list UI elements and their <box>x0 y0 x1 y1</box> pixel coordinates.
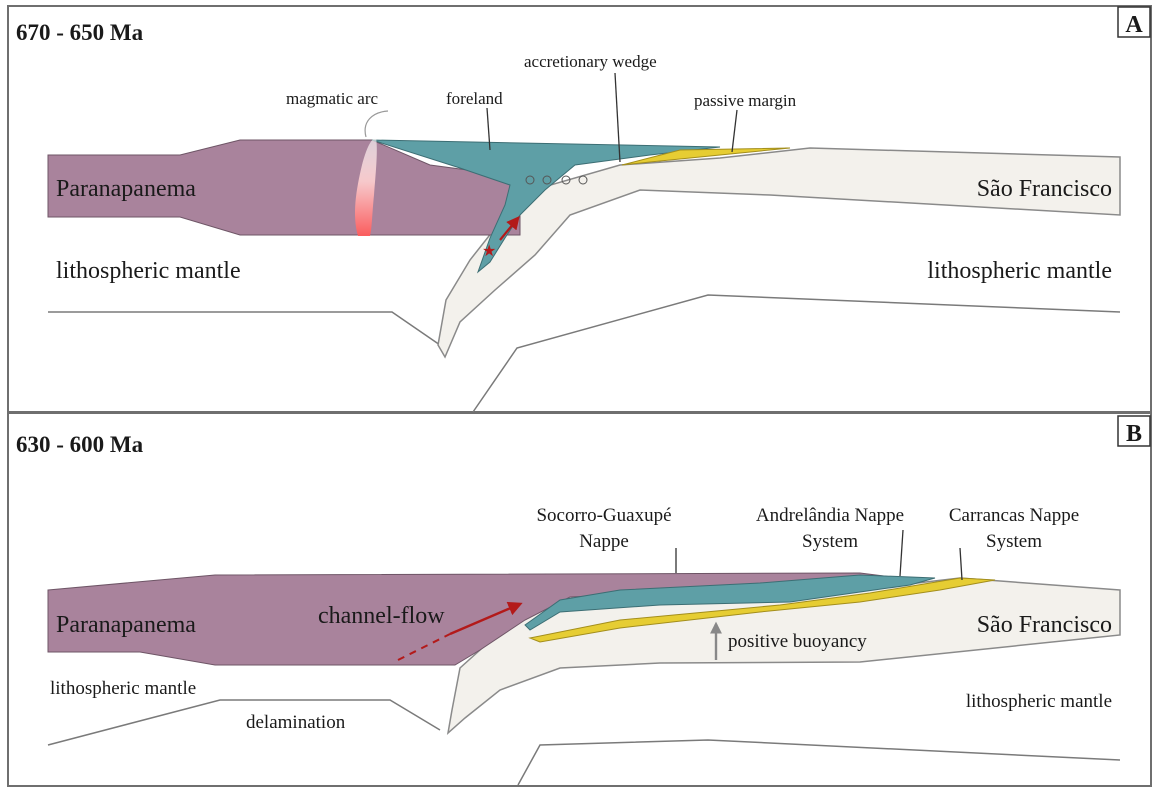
panel-a-label-passive-margin: passive margin <box>694 91 797 110</box>
panel-b-badge: B <box>1126 421 1142 447</box>
panel-a-label-paranapanema: Paranapanema <box>56 176 196 202</box>
panel-b-label-paranapanema: Paranapanema <box>56 612 196 638</box>
panel-a-label-accretionary-wedge: accretionary wedge <box>524 52 657 71</box>
panel-b-label-channel-flow: channel-flow <box>318 603 445 629</box>
panel-b-label-socorro-1: Socorro-Guaxupé <box>536 505 671 526</box>
panel-b-time: 630 - 600 Ma <box>16 432 144 457</box>
panel-b: B 630 - 600 Ma Socorro-Guaxupé Nappe And… <box>8 413 1151 786</box>
panel-b-label-socorro-2: Nappe <box>579 531 629 552</box>
panel-a-label-sao-francisco: São Francisco <box>977 176 1112 202</box>
panel-b-label-delamination: delamination <box>246 712 346 733</box>
panel-b-label-andrelandia-2: System <box>802 531 858 552</box>
panel-b-label-andrelandia-1: Andrelândia Nappe <box>756 505 904 526</box>
panel-a: ★ A 670 - 650 Ma magmatic arc foreland a… <box>8 6 1151 412</box>
panel-b-label-mantle-left: lithospheric mantle <box>50 678 196 699</box>
panel-b-label-carrancas-2: System <box>986 531 1042 552</box>
panel-a-label-mantle-right: lithospheric mantle <box>927 258 1112 284</box>
panel-b-label-sao-francisco: São Francisco <box>977 612 1112 638</box>
panel-b-label-positive-buoyancy: positive buoyancy <box>728 631 867 652</box>
panel-a-badge: A <box>1125 12 1143 38</box>
panel-b-label-carrancas-1: Carrancas Nappe <box>949 505 1079 526</box>
panel-a-label-magmatic-arc: magmatic arc <box>286 89 378 108</box>
panel-a-time: 670 - 650 Ma <box>16 20 144 45</box>
panel-b-label-mantle-right: lithospheric mantle <box>966 691 1112 712</box>
panel-a-label-mantle-left: lithospheric mantle <box>56 258 241 284</box>
star-icon: ★ <box>482 241 496 260</box>
panel-a-label-foreland: foreland <box>446 89 503 108</box>
